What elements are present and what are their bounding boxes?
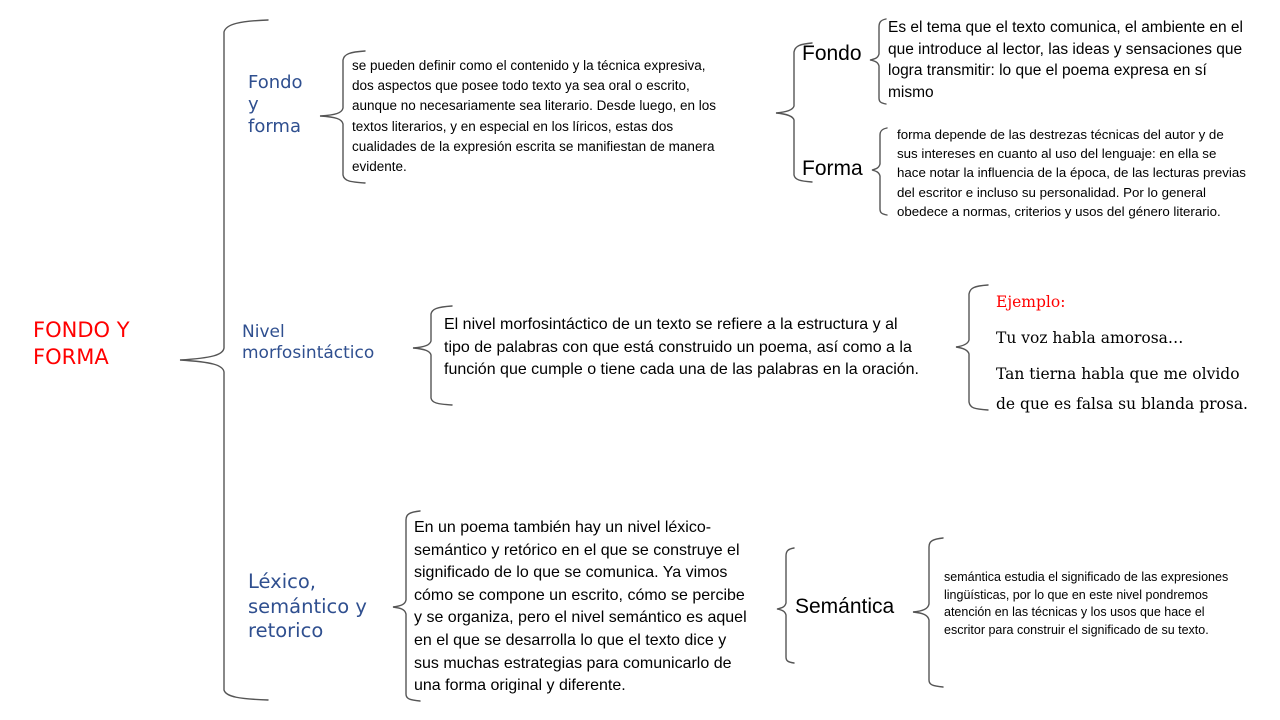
text-line: sus intereses en cuanto al uso del lengu… bbox=[897, 146, 1217, 162]
brace-forma bbox=[871, 127, 888, 216]
root-title-line: FONDO Y bbox=[33, 318, 130, 342]
text-line: cómo se compone un escrito, cómo se perc… bbox=[414, 586, 745, 604]
branch-label-line: Fondo bbox=[248, 72, 303, 93]
text-line: aunque no necesariamente sea literario. … bbox=[352, 98, 716, 114]
text-line: que introduce al lector, las ideas y sen… bbox=[888, 40, 1243, 58]
example-block: Ejemplo: Tu voz habla amorosa… Tan tiern… bbox=[996, 290, 1248, 416]
branch-label-line: forma bbox=[248, 116, 301, 137]
branch-description-morfosintactico: El nivel morfosintáctico de un texto se … bbox=[444, 314, 919, 382]
child-label-fondo: Fondo bbox=[802, 42, 862, 65]
example-label: Ejemplo: bbox=[996, 293, 1066, 311]
brace-semantica-desc bbox=[912, 537, 944, 688]
text-line: y se organiza, pero el nivel semántico e… bbox=[414, 609, 747, 627]
branch-label-nivel-morfosintactico: Nivel morfosintáctico bbox=[242, 322, 374, 364]
branch-label-line: semántico y bbox=[248, 594, 367, 618]
text-line: lingüísticas, por lo que en este nivel p… bbox=[944, 587, 1209, 602]
text-line: tipo de palabras con que está construido… bbox=[444, 338, 912, 356]
brace-fondo bbox=[869, 18, 887, 105]
branch-label-fondo-y-forma: Fondo y forma bbox=[248, 72, 303, 138]
example-line: Tu voz habla amorosa… bbox=[996, 329, 1184, 347]
text-line: dos aspectos que posee todo texto ya sea… bbox=[352, 78, 690, 94]
text-line: mismo bbox=[888, 83, 934, 101]
text-line: Es el tema que el texto comunica, el amb… bbox=[888, 19, 1243, 36]
text-line: significado de lo que se comunica. Ya vi… bbox=[414, 564, 728, 582]
branch-label-lexico-semantico-retorico: Léxico, semántico y retorico bbox=[248, 570, 367, 644]
text-line: del escritor e incluso su personalidad. … bbox=[897, 184, 1206, 200]
text-line: textos literarios, y en especial en los … bbox=[352, 118, 674, 134]
example-line: de que es falsa su blanda prosa. bbox=[996, 395, 1248, 413]
text-line: en el que se desarrolla lo que el texto … bbox=[414, 631, 727, 649]
branch-label-line: Nivel bbox=[242, 322, 285, 342]
text-line: hace notar la influencia de la época, de… bbox=[897, 165, 1246, 181]
text-line: semántico y retórico en el que se constr… bbox=[414, 541, 740, 559]
text-line: El nivel morfosintáctico de un texto se … bbox=[444, 316, 898, 333]
text-line: evidente. bbox=[352, 159, 407, 175]
child-description-fondo: Es el tema que el texto comunica, el amb… bbox=[888, 17, 1243, 103]
brace-ejemplo bbox=[955, 284, 989, 411]
child-label-semantica: Semántica bbox=[795, 595, 895, 618]
text-line: logra transmitir: lo que el poema expres… bbox=[888, 62, 1207, 79]
text-line: sus muchas estrategias para comunicarlo … bbox=[414, 654, 732, 672]
text-line: obedece a normas, criterios y usos del g… bbox=[897, 203, 1221, 219]
brace-semantica bbox=[776, 547, 795, 664]
root-title-line: FORMA bbox=[33, 345, 109, 369]
child-description-forma: forma depende de las destrezas técnicas … bbox=[897, 125, 1246, 221]
text-line: se pueden definir como el contenido y la… bbox=[352, 58, 706, 73]
root-title: FONDO Y FORMA bbox=[33, 317, 130, 371]
branch-description-fondo-y-forma: se pueden definir como el contenido y la… bbox=[352, 56, 716, 177]
text-line: una forma original y diferente. bbox=[414, 677, 626, 695]
example-line: Tan tierna habla que me olvido bbox=[996, 365, 1240, 383]
branch-label-line: y bbox=[248, 94, 259, 115]
text-line: semántica estudia el significado de las … bbox=[944, 570, 1229, 584]
child-description-semantica: semántica estudia el significado de las … bbox=[944, 569, 1228, 639]
text-line: En un poema también hay un nivel léxico- bbox=[414, 519, 712, 536]
branch-label-line: Léxico, bbox=[248, 570, 316, 593]
text-line: cualidades de la expresión escrita se ma… bbox=[352, 138, 715, 154]
text-line: escritor para construir el significado d… bbox=[944, 622, 1209, 637]
text-line: atención en las técnicas y los usos que … bbox=[944, 605, 1205, 619]
child-label-forma: Forma bbox=[802, 157, 863, 180]
branch-label-line: morfosintáctico bbox=[242, 343, 375, 363]
branch-label-line: retorico bbox=[248, 619, 324, 642]
text-line: función que cumple o tiene cada una de l… bbox=[444, 361, 919, 378]
text-line: forma depende de las destrezas técnicas … bbox=[897, 127, 1224, 142]
branch-description-lexico: En un poema también hay un nivel léxico-… bbox=[414, 517, 747, 698]
